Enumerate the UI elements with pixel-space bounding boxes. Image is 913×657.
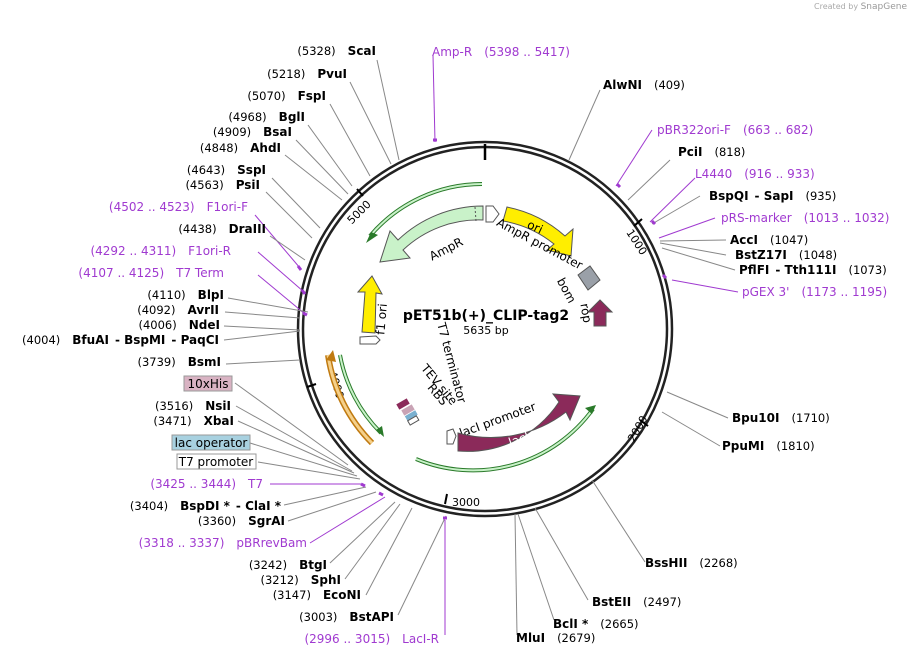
label-avrii: (4092)AvrII: [137, 303, 219, 317]
his-tag-box: [183, 375, 233, 392]
label-ppumi: PpuMI(1810): [722, 439, 815, 453]
label-bstapi: (3003)BstAPI: [299, 610, 394, 624]
label-lac-operator: lac operator: [175, 436, 248, 450]
label-alwni: AlwNI(409): [603, 78, 685, 92]
label-bspdi: (3404)BspDI *- ClaI *: [130, 499, 282, 513]
label-blpi: (4110)BlpI: [147, 288, 224, 302]
label-f1ori-r: (4292 .. 4311)F1ori-R: [90, 244, 231, 258]
f1-ori-feature: [356, 275, 383, 334]
label-bsai: (4909)BsaI: [213, 125, 292, 139]
label-draiii: (4438)DraIII: [178, 222, 266, 236]
t7-promoter-box: [176, 453, 257, 470]
ori-feature: [502, 206, 574, 257]
label-pcii: PciI(818): [678, 145, 745, 159]
plasmid-name: pET51b(+)_CLIP-tag2: [403, 308, 569, 324]
f1-ori-label: f1 ori: [373, 303, 390, 335]
bom-feature: [577, 265, 601, 291]
f1-thin-head: [376, 426, 384, 437]
label-bsshii: BssHII(2268): [645, 556, 738, 570]
label-acci: AccI(1047): [730, 233, 808, 247]
label-bcli: BclI *(2665): [553, 617, 639, 631]
leader-lines-left: [223, 54, 447, 635]
label-ndei: (4006)NdeI: [139, 318, 221, 332]
label-bgli: (4968)BglI: [228, 110, 305, 124]
label-psii: (4563)PsiI: [185, 178, 260, 192]
label-bfuai: (4004)BfuAI- BspMI- PaqCI: [22, 333, 219, 347]
label-sspi: (4643)SspI: [187, 163, 266, 177]
label-bsmi: (3739)BsmI: [137, 355, 221, 369]
laci-promoter: [446, 428, 457, 445]
ampr-label: AmpR: [427, 235, 465, 264]
label-bpu10i: Bpu10I(1710): [732, 411, 830, 425]
label-scai: (5328)ScaI: [297, 44, 376, 58]
leader-lines-right: [514, 89, 739, 636]
label-mlui: MluI(2679): [516, 631, 595, 645]
plasmid-length: 5635 bp: [463, 324, 508, 337]
lac-operator-box: [171, 434, 251, 451]
ampr-promoter: [485, 205, 500, 223]
laci-thin-head: [585, 405, 596, 414]
label-btgi: (3242)BtgI: [249, 558, 327, 572]
label-bspqi: BspQI- SapI(935): [709, 189, 836, 203]
rop-feature: [586, 299, 614, 327]
label-nsii: (3516)NsiI: [155, 399, 231, 413]
label-econi: (3147)EcoNI: [273, 588, 361, 602]
label-t7-promoter: T7 promoter: [178, 455, 254, 469]
label-pflfi: PflFI- Tth111I(1073): [739, 263, 887, 277]
label-laci-r: (2996 .. 3015)LacI-R: [304, 632, 439, 646]
left-labels: (5328)ScaI Amp-R(5398 .. 5417) (5218)Pvu…: [22, 44, 570, 646]
backbone-outer: [296, 140, 674, 518]
laci-feature: [457, 393, 581, 452]
label-bsteii: BstEII(2497): [592, 595, 681, 609]
label-t7: (3425 .. 3444)T7: [150, 477, 263, 491]
snapgene-credit: Created by SnapGene: [814, 2, 907, 12]
label-pvui: (5218)PvuI: [267, 67, 347, 81]
label-prs-marker: pRS-marker(1013 .. 1032): [721, 211, 889, 225]
label-pgex3: pGEX 3'(1173 .. 1195): [742, 285, 887, 299]
tick-2000: 2000: [625, 413, 650, 444]
ampr-feature: [379, 205, 484, 263]
primer-marks: [296, 138, 668, 520]
label-10xhis: 10xHis: [188, 377, 229, 391]
ori-label: ori: [525, 217, 545, 236]
right-labels: AlwNI(409) pBR322ori-F(663 .. 682) PciI(…: [516, 78, 889, 645]
inner-thin-arrows: [325, 182, 595, 473]
label-amp-r: Amp-R(5398 .. 5417): [432, 45, 570, 59]
orange-head: [326, 350, 336, 362]
credit-prefix: Created by: [814, 2, 859, 11]
label-fspi: (5070)FspI: [247, 89, 326, 103]
label-l4440: L4440(916 .. 933): [695, 167, 815, 181]
label-sphi: (3212)SphI: [261, 573, 342, 587]
credit-brand: SnapGene: [860, 2, 907, 12]
label-pbrrevbam: (3318 .. 3337)pBRrevBam: [139, 536, 307, 550]
label-f1ori-f: (4502 .. 4523)F1ori-F: [109, 200, 248, 214]
label-sgrai: (3360)SgrAI: [198, 514, 285, 528]
t7-term-feature: [359, 335, 381, 345]
label-pbr322ori-f: pBR322ori-F(663 .. 682): [657, 123, 813, 137]
ampr-thin-head: [366, 232, 378, 243]
label-bstz17i: BstZ17I(1048): [735, 248, 837, 262]
cds-small-features: [396, 398, 420, 426]
label-ahdi: (4848)AhdI: [200, 141, 281, 155]
label-xbai: (3471)XbaI: [153, 414, 234, 428]
bom-label: bom: [554, 275, 579, 305]
laci-label: lacI: [507, 429, 531, 449]
label-t7-term: (4107 .. 4125)T7 Term: [78, 266, 224, 280]
tick-3000: 3000: [452, 496, 480, 509]
rop-label: rop: [577, 302, 594, 324]
